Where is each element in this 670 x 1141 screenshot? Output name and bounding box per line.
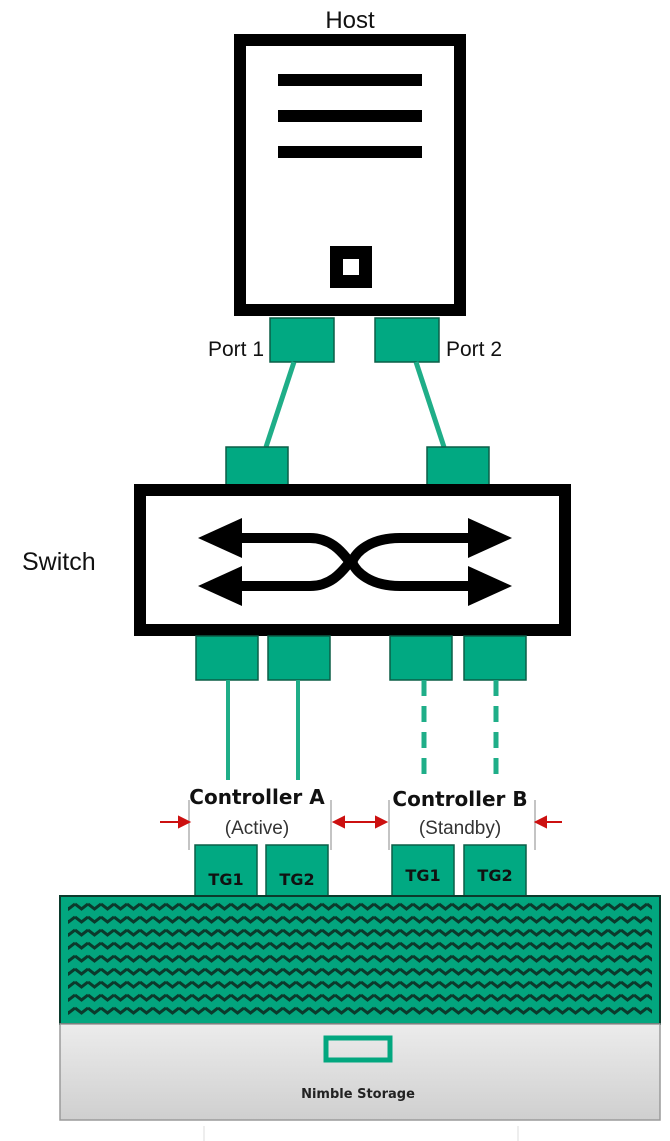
storage-chassis	[59, 895, 661, 1121]
storage-logo-mark	[323, 1035, 393, 1063]
storage-label: Nimble Storage	[301, 1087, 415, 1102]
controller-a-tg1-port	[194, 844, 258, 898]
controller-b-tg1-port	[391, 844, 455, 898]
controller-b-label-bg	[390, 780, 530, 846]
controller-a-tg2-label: TG2	[279, 870, 314, 889]
chassis-vent-grille	[68, 902, 652, 1018]
controller-b-tg1-label: TG1	[405, 866, 440, 885]
switch-crossover-icon	[228, 533, 480, 591]
controller-a-tg2-port	[265, 844, 329, 898]
switch-port-top-2	[426, 446, 490, 488]
controller-b-tg2-label: TG2	[477, 866, 512, 885]
switch-port-bottom-2	[267, 635, 331, 681]
port-2-label: Port 2	[446, 338, 502, 361]
controller-b-name: Controller B	[392, 787, 527, 811]
port-1-label: Port 1	[208, 338, 264, 361]
controller-a-name: Controller A	[189, 785, 325, 809]
controller-a-tg1-label: TG1	[208, 870, 243, 889]
link-port2-switch	[413, 361, 447, 448]
host-label: Host	[325, 7, 375, 34]
host-port-2	[374, 317, 440, 363]
controller-a-state: (Active)	[225, 818, 289, 839]
switch-port-bottom-1	[195, 635, 259, 681]
switch-arrowheads	[198, 518, 512, 606]
host-port-1	[269, 317, 335, 363]
switch-port-bottom-4	[463, 635, 527, 681]
controller-b-state: (Standby)	[419, 818, 501, 839]
switch-port-top-1	[225, 446, 289, 488]
controller-a-label-bg	[190, 780, 328, 846]
width-markers	[160, 815, 562, 829]
switch-port-bottom-3	[389, 635, 453, 681]
controller-b-tg2-port	[463, 844, 527, 898]
host-server-icon	[234, 34, 466, 316]
link-port1-switch	[263, 361, 297, 448]
switch-label: Switch	[22, 548, 96, 576]
